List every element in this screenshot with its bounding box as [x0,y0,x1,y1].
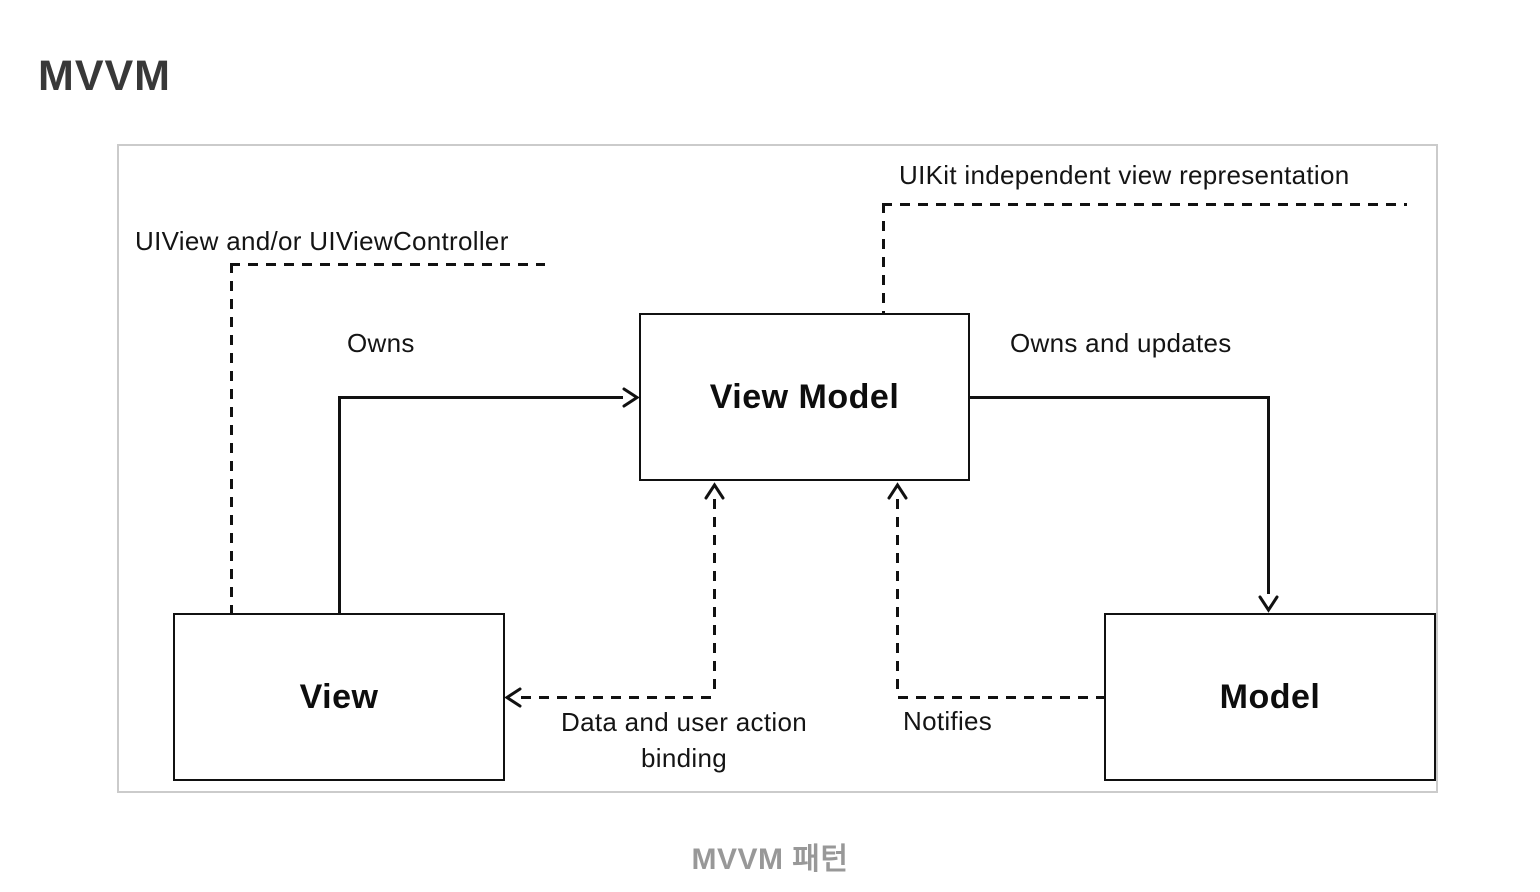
edge-owns-and-updates-label: Owns and updates [1010,328,1232,358]
annotation-uikit: UIKit independent view representation [899,160,1350,190]
annotation-uiview: UIView and/or UIViewController [135,226,509,256]
edge-binding-label-line1: Data and user action [561,707,807,737]
edge-owns-line-vertical [338,396,341,613]
edge-owns-and-updates-line-vertical [1267,396,1270,594]
edge-owns-and-updates-line-horizontal [970,396,1270,399]
edge-owns-line-horizontal [338,396,623,399]
mvvm-diagram-panel: UIView and/or UIViewController UIKit ind… [117,144,1438,793]
edge-notifies-line-horizontal [898,696,1104,699]
uiview-leader-line-horizontal [230,263,545,266]
diagram-caption: MVVM 패턴 [691,843,849,876]
edge-binding-arrowhead-left [504,687,522,708]
node-view-label: View [299,677,379,716]
edge-notifies-label: Notifies [903,706,993,736]
edge-binding-label: Data and user action binding [534,704,834,776]
page-title: MVVM [38,52,171,100]
uikit-leader-line-vertical [882,203,885,315]
edge-binding-label-line2: binding [641,743,727,773]
node-model-label: Model [1219,677,1321,716]
node-model: Model [1104,613,1436,781]
uiview-leader-line-vertical [230,263,233,615]
edge-binding-line-horizontal [521,696,715,699]
edge-owns-arrowhead-right [622,387,640,408]
edge-owns-label: Owns [347,328,415,358]
edge-binding-line-vertical [713,499,716,697]
edge-notifies-line-vertical [896,499,899,697]
edge-owns-and-updates-arrowhead-down [1258,595,1279,613]
edge-notifies-arrowhead-up [887,482,908,500]
node-view-model: View Model [639,313,970,481]
node-view: View [173,613,505,781]
uikit-leader-line-horizontal [882,203,1407,206]
node-view-model-label: View Model [709,377,900,416]
edge-binding-arrowhead-up [704,482,725,500]
